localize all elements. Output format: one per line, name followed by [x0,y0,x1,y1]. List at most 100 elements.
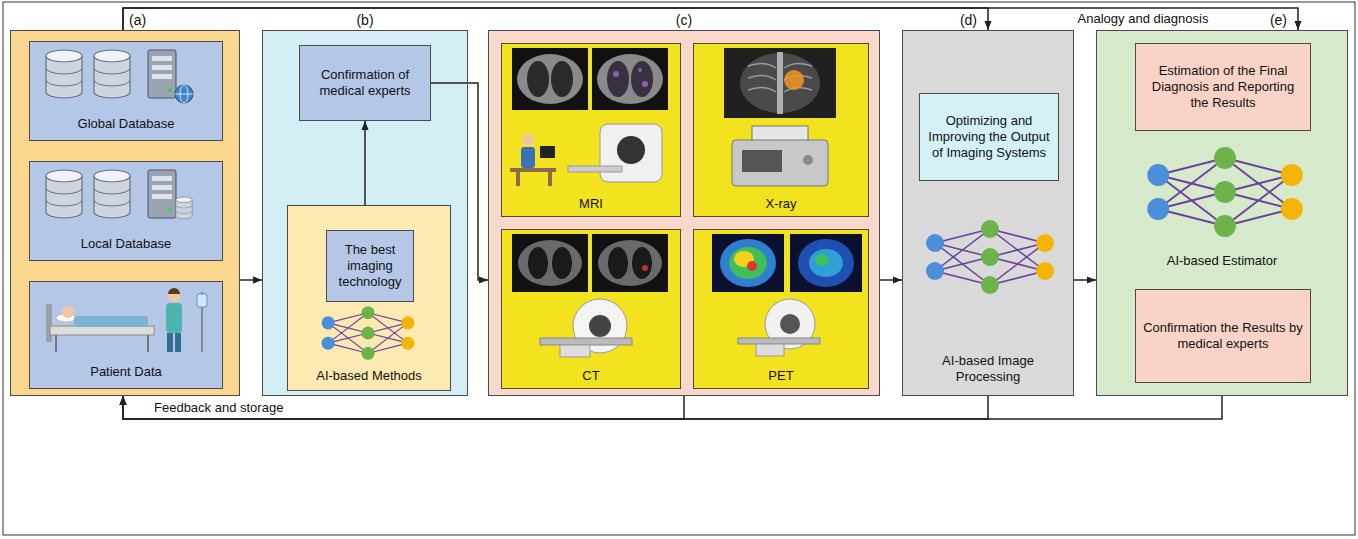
pet-illustration [712,234,862,356]
global-database-icon [175,94,193,95]
mri-illustration [607,61,629,97]
process-box: Estimation of the Final Diagnosis and Re… [1135,43,1311,131]
method-box: AI-based MethodsThe best imaging technol… [287,205,451,391]
modality-box: CT [501,229,681,389]
mri-illustration [600,124,662,182]
mri-illustration [638,68,642,72]
flow-arrow [123,396,988,419]
box-label: CT [508,368,674,384]
local-database-icon [94,170,130,218]
pet-illustration [738,338,820,344]
box-label: MRI [508,196,674,212]
pet-illustration [809,249,843,277]
mri-illustration [551,61,573,97]
box-fill [501,43,681,217]
figure-frame [3,2,1355,535]
ct-illustration [540,338,632,345]
processing-panel: (d)AI-based Image ProcessingOptimizing a… [902,30,1074,396]
patient-illustration [74,316,148,327]
mri-illustration [568,166,622,172]
box-label: Confirmation of medical experts [306,67,424,99]
box-fill [29,161,223,261]
box-label: The best imaging technology [333,242,407,290]
connectors [123,8,1298,419]
flow-arrow [1074,279,1096,281]
box-fill [326,230,414,302]
flow-arrow [364,121,366,205]
pet-illustration [720,239,776,287]
pet-illustration [712,234,784,292]
mri-illustration [510,48,668,186]
mri-illustration [597,54,663,104]
ct-illustration [632,247,652,279]
box-label: Global Database [36,116,216,132]
mri-illustration [613,71,619,77]
box-fill [1135,289,1311,383]
box-fills [10,30,1348,396]
box-fill [1096,30,1348,396]
panel-label: (c) [489,12,879,28]
patient-illustration [175,333,181,352]
pet-illustration [747,261,757,271]
process-box: Confirmation the Results by medical expe… [1135,289,1311,383]
database-box: Local Database [29,161,223,261]
xray-illustration [742,150,782,172]
ct-illustration [598,240,662,286]
global-database-icon [148,50,176,98]
ct-illustration [512,234,588,292]
flow-arrow [123,8,1298,30]
pet-illustration [780,314,800,334]
panel-label: (a) [129,12,146,28]
box-fill [1135,43,1311,131]
flow-arrow [123,396,1222,419]
box-label: Patient Data [36,364,216,380]
neural-network-icon [322,306,415,360]
patient-illustration [55,335,57,352]
box-fill [10,30,240,396]
modality-box: MRI [501,43,681,217]
pet-illustration [756,344,784,356]
patient-illustration [197,294,207,307]
local-database-icon [46,170,82,218]
xray-illustration [803,155,813,165]
patient-illustration [46,304,52,342]
box-fill [693,43,869,217]
mri-illustration [527,61,549,97]
modality-box: PET [693,229,869,389]
box-label: AI-based Image Processing [909,353,1067,385]
box-fill [29,41,223,141]
diagnosis-panel: (e)AI-based EstimatorEstimation of the F… [1096,30,1348,396]
illustrations [46,48,1303,360]
box-fill [902,30,1074,396]
global-database-icon [46,50,82,98]
patient-illustration [50,326,154,335]
xray-illustration [732,140,828,186]
local-database-icon [148,170,176,218]
global-database-icon [46,50,193,103]
panel-label: (d) [960,12,977,28]
mri-illustration [548,172,552,186]
ct-illustration [642,265,648,271]
ct-illustration [592,234,668,292]
neural-network-icon [926,220,1054,294]
mri-illustration [517,54,583,104]
patient-illustration [168,288,180,294]
flow-arrow [880,279,902,281]
mri-illustration [617,136,645,164]
panel-label: (b) [263,12,467,28]
xray-illustration [777,52,783,114]
neural-network-icon [1147,147,1302,237]
process-box: Confirmation of medical experts [299,45,431,121]
box-fill [262,30,468,396]
database-box: Global Database [29,41,223,141]
ct-illustration [608,247,628,279]
flow-arrow [123,396,684,419]
neural-network-icon [1147,147,1302,237]
box-label: PET [700,368,862,384]
mri-illustration [592,48,668,110]
imaging-panel: (c)MRIX-rayCTPET [488,30,880,396]
ct-illustration [528,247,548,279]
edge-label: Analogy and diagnosis [1076,11,1211,27]
global-database-icon [94,50,130,98]
xray-illustration [724,48,836,118]
